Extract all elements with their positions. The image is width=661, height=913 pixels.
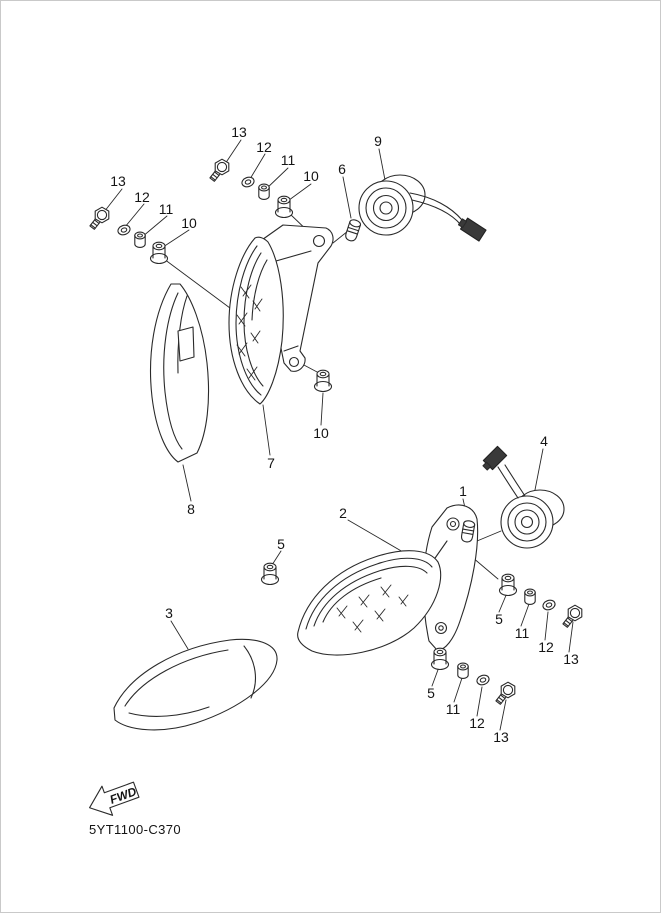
part-number-label: 5 bbox=[277, 536, 285, 552]
part-number-label: 3 bbox=[165, 605, 173, 621]
part-number-label: 10 bbox=[181, 215, 197, 231]
part-number-label: 5 bbox=[427, 685, 435, 701]
part-number-label: 2 bbox=[339, 505, 347, 521]
part-number-label: 7 bbox=[267, 455, 275, 471]
part-2-lens bbox=[297, 550, 442, 656]
bolt-13 bbox=[89, 206, 110, 230]
grommet-5 bbox=[430, 647, 450, 671]
part-number-label: 12 bbox=[134, 189, 150, 205]
part-number-label: 13 bbox=[563, 651, 579, 667]
part-8-inner-panel bbox=[149, 283, 210, 463]
grommet-10 bbox=[274, 195, 294, 219]
part-7-bracket bbox=[258, 224, 334, 372]
grommet-5 bbox=[260, 562, 280, 586]
bolt-13 bbox=[209, 158, 230, 182]
part-number-label: 13 bbox=[231, 124, 247, 140]
collar-11 bbox=[134, 231, 146, 248]
part-number-label: 10 bbox=[313, 425, 329, 441]
part-7-lens bbox=[228, 236, 284, 405]
collar-11 bbox=[457, 662, 469, 679]
part-number-label: 12 bbox=[256, 139, 272, 155]
collar-11 bbox=[524, 588, 536, 605]
part-3-outer-panel bbox=[113, 638, 278, 731]
part-number-label: 5 bbox=[495, 611, 503, 627]
part-number-label: 13 bbox=[110, 173, 126, 189]
fwd-arrow: FWD bbox=[89, 781, 140, 816]
part-number-label: 11 bbox=[514, 625, 530, 641]
grommet-10 bbox=[149, 241, 169, 265]
part-number-label: 11 bbox=[158, 201, 174, 217]
leader-lines bbox=[103, 139, 574, 731]
diagram-code: 5YT1100-C370 bbox=[89, 822, 182, 837]
grommet-5 bbox=[498, 573, 518, 597]
part-number-label: 8 bbox=[187, 501, 195, 517]
part-number-label: 12 bbox=[469, 715, 485, 731]
part-number-label: 11 bbox=[445, 701, 461, 717]
washer-12 bbox=[116, 223, 132, 237]
part-number-label: 11 bbox=[280, 152, 296, 168]
part-number-label: 13 bbox=[493, 729, 509, 745]
part-number-label: 1 bbox=[459, 483, 467, 499]
wire-connector bbox=[457, 217, 487, 242]
part-number-label: 10 bbox=[303, 168, 319, 184]
part-4-socket bbox=[482, 445, 565, 549]
collar-11 bbox=[258, 183, 270, 200]
part-9-socket bbox=[358, 174, 487, 242]
part-number-label: 6 bbox=[338, 161, 346, 177]
part-number-label: 12 bbox=[538, 639, 554, 655]
washer-12 bbox=[541, 598, 557, 612]
washer-12 bbox=[240, 175, 256, 189]
wire-connector bbox=[482, 445, 508, 471]
washer-12 bbox=[475, 673, 491, 687]
part-number-label: 9 bbox=[374, 133, 382, 149]
grommet-10 bbox=[313, 369, 333, 393]
part-number-label: 4 bbox=[540, 433, 548, 449]
part-6-bulb bbox=[343, 218, 362, 243]
